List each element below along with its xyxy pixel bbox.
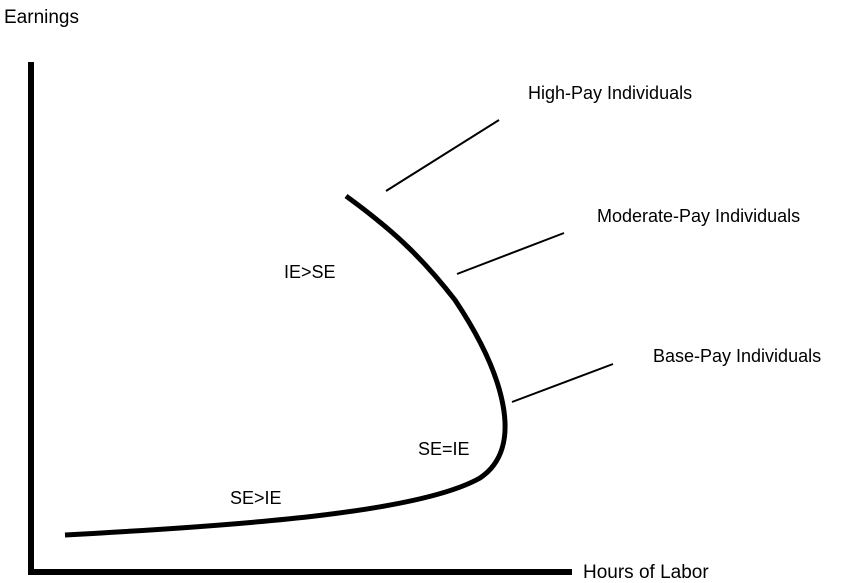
region-label-income-effect-dominant: IE>SE [284,262,336,282]
x-axis-title: Hours of Labor [583,562,709,583]
callout-line-base-pay [511,363,614,403]
callout-line-moderate-pay [456,232,565,275]
callout-line-high-pay [385,119,500,192]
callout-label-base-pay: Base-Pay Individuals [653,346,821,366]
region-label-substitution-effect-dominant: SE>IE [230,488,282,508]
callout-label-high-pay: High-Pay Individuals [528,83,692,103]
callout-label-moderate-pay: Moderate-Pay Individuals [597,206,800,226]
labor-supply-curve [64,193,508,538]
region-label-effects-equal: SE=IE [418,439,470,459]
y-axis-title: Earnings [4,7,79,28]
